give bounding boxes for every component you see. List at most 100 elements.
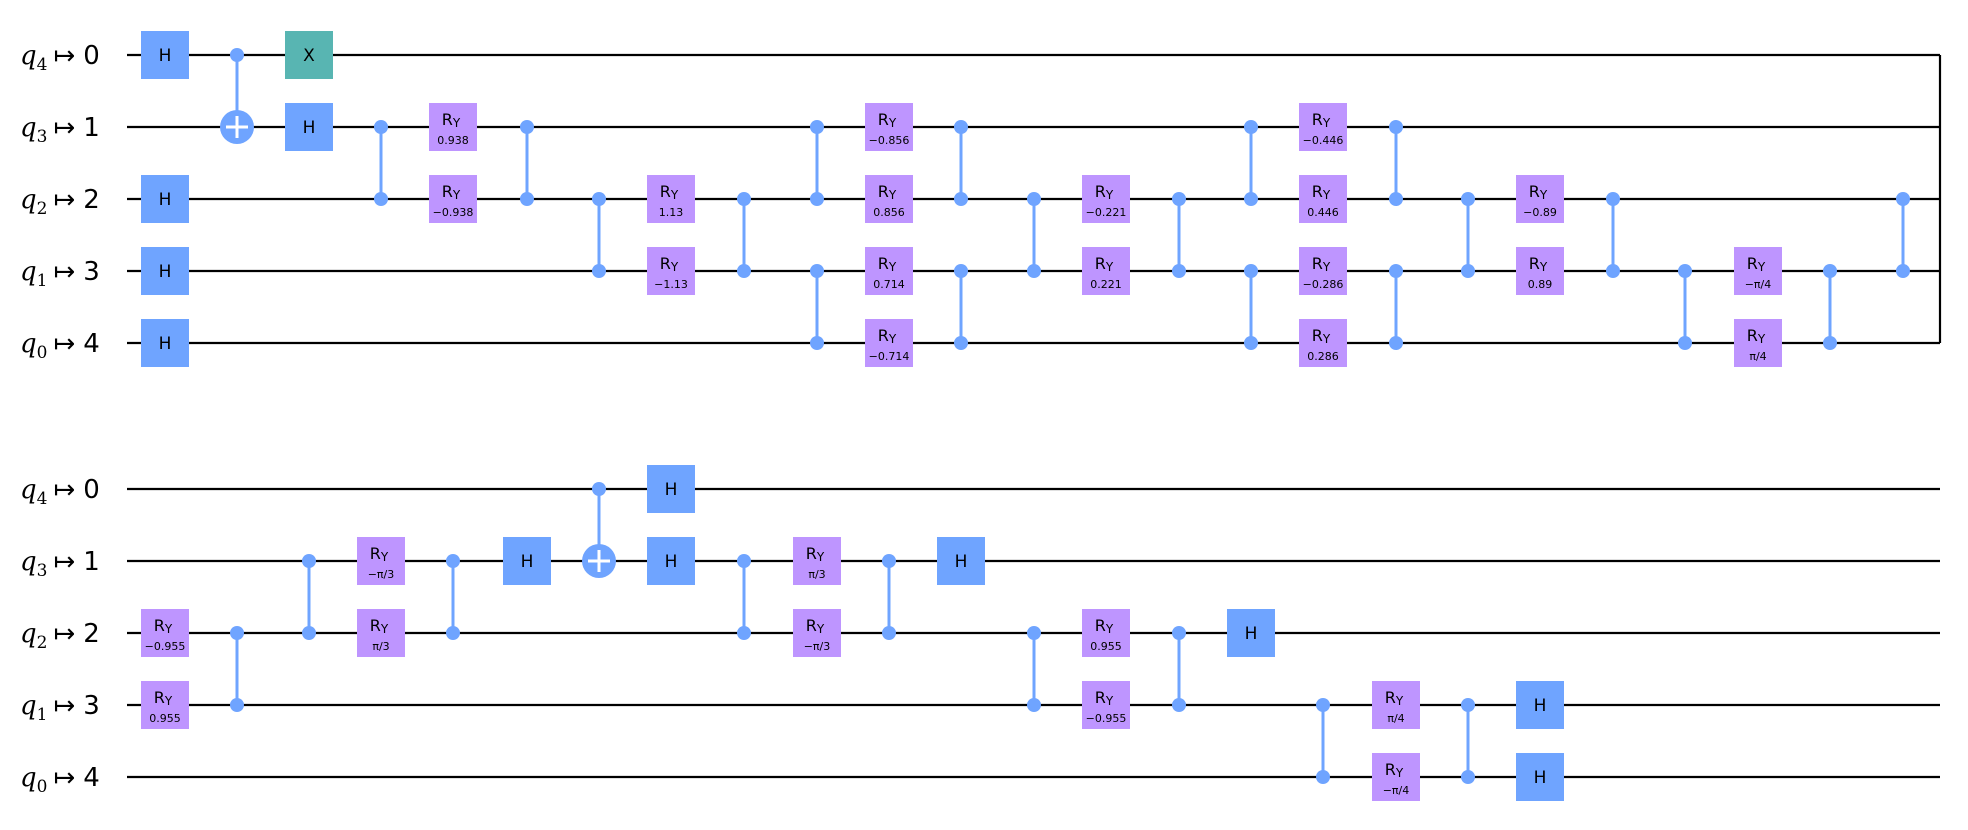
h-gate-label: H [1534,696,1547,716]
h-gate-label: H [159,46,172,66]
h-gate [141,319,189,367]
ry-gate-symbol: R [878,254,889,273]
wire-label-index: 0 [83,41,100,71]
cz-control-dot [1389,192,1403,206]
ry-gate-symbol: R [1312,254,1323,273]
ry-gate-label: RY [660,182,679,202]
ry-gate-symbol: R [154,616,165,635]
h-gate [1516,753,1564,801]
ry-gate [357,609,405,657]
ry-gate-label: RY [878,110,897,130]
cz-control-dot [446,554,460,568]
cz-control-dot [1606,192,1620,206]
ry-gate [865,175,913,223]
ry-gate-label: RY [1095,688,1114,708]
ry-gate-label: RY [1312,110,1331,130]
wire-label: q1↦3 [20,691,100,725]
cz-control-dot [1244,192,1258,206]
ry-gate-label: RY [442,110,461,130]
h-gate [285,103,333,151]
ry-gate-label: RY [154,688,173,708]
wire-label-arrow: ↦ [53,691,75,721]
ry-gate-subscript: Y [888,188,897,202]
ry-gate-symbol: R [1095,254,1106,273]
ry-gate-param: −0.286 [1303,278,1344,291]
wire-label-subscript: 3 [37,127,48,147]
ry-gate-param: −π/3 [804,640,831,653]
wire-label-arrow: ↦ [53,619,75,649]
wire-label-subscript: 4 [37,55,48,75]
wire-label-arrow: ↦ [53,329,75,359]
ry-gate-symbol: R [1095,182,1106,201]
cz-control-dot [954,192,968,206]
ry-gate-subscript: Y [670,260,679,274]
ry-gate-param: 0.286 [1307,350,1339,363]
wire-label-index: 2 [83,185,100,215]
ry-gate-subscript: Y [1757,260,1766,274]
h-gate-label: H [1245,624,1258,644]
cz-control-dot [1461,192,1475,206]
cz-control-dot [1389,120,1403,134]
ry-gate-symbol: R [1095,616,1106,635]
cz-control-dot [1027,626,1041,640]
cz-control-dot [1172,192,1186,206]
wire-label: q4↦0 [20,41,100,75]
ry-gate-param: 0.955 [1090,640,1122,653]
cz-control-dot [882,626,896,640]
ry-gate-label: RY [1312,254,1331,274]
cx-control-dot [592,482,606,496]
ry-gate [357,537,405,585]
ry-gate-param: −π/4 [1745,278,1772,291]
cz-control-dot [1244,120,1258,134]
ry-gate-param: 0.221 [1090,278,1122,291]
wire-label: q4↦0 [20,475,100,509]
cz-control-dot [1027,192,1041,206]
cz-control-dot [302,626,316,640]
ry-gate [793,537,841,585]
ry-gate-param: 0.89 [1528,278,1553,291]
ry-gate [1372,681,1420,729]
ry-gate-param: 0.938 [437,134,469,147]
cz-control-dot [737,554,751,568]
ry-gate-subscript: Y [816,622,825,636]
wire-label-qubit: q [20,763,37,793]
ry-gate-subscript: Y [1322,260,1331,274]
h-gate [141,247,189,295]
ry-gate-param: −1.13 [654,278,688,291]
ry-gate-symbol: R [806,616,817,635]
ry-gate [1734,319,1782,367]
ry-gate-symbol: R [806,544,817,563]
ry-gate-symbol: R [660,254,671,273]
ry-gate [1082,681,1130,729]
ry-gate [793,609,841,657]
ry-gate-symbol: R [442,182,453,201]
cz-control-dot [1316,770,1330,784]
cz-control-dot [1316,698,1330,712]
ry-gate-subscript: Y [1322,188,1331,202]
h-gate-label: H [665,480,678,500]
cz-control-dot [1172,698,1186,712]
ry-gate [647,247,695,295]
wire-label: q3↦1 [20,113,100,147]
ry-gate-param: −0.955 [145,640,186,653]
ry-gate-label: RY [154,616,173,636]
cz-control-dot [1244,264,1258,278]
ry-gate-subscript: Y [1322,332,1331,346]
ry-gate-param: 0.714 [873,278,905,291]
wire-label-qubit: q [20,619,37,649]
ry-gate-label: RY [1095,182,1114,202]
ry-gate-label: RY [370,616,389,636]
cx-control-dot [230,48,244,62]
ry-gate-label: RY [660,254,679,274]
ry-gate-param: 0.446 [1307,206,1339,219]
ry-gate [1299,103,1347,151]
wire-label-qubit: q [20,329,37,359]
ry-gate-symbol: R [660,182,671,201]
wire-label-qubit: q [20,185,37,215]
h-gate [1516,681,1564,729]
ry-gate-subscript: Y [888,332,897,346]
ry-gate-symbol: R [1747,326,1758,345]
ry-gate-label: RY [1312,326,1331,346]
ry-gate [1082,609,1130,657]
